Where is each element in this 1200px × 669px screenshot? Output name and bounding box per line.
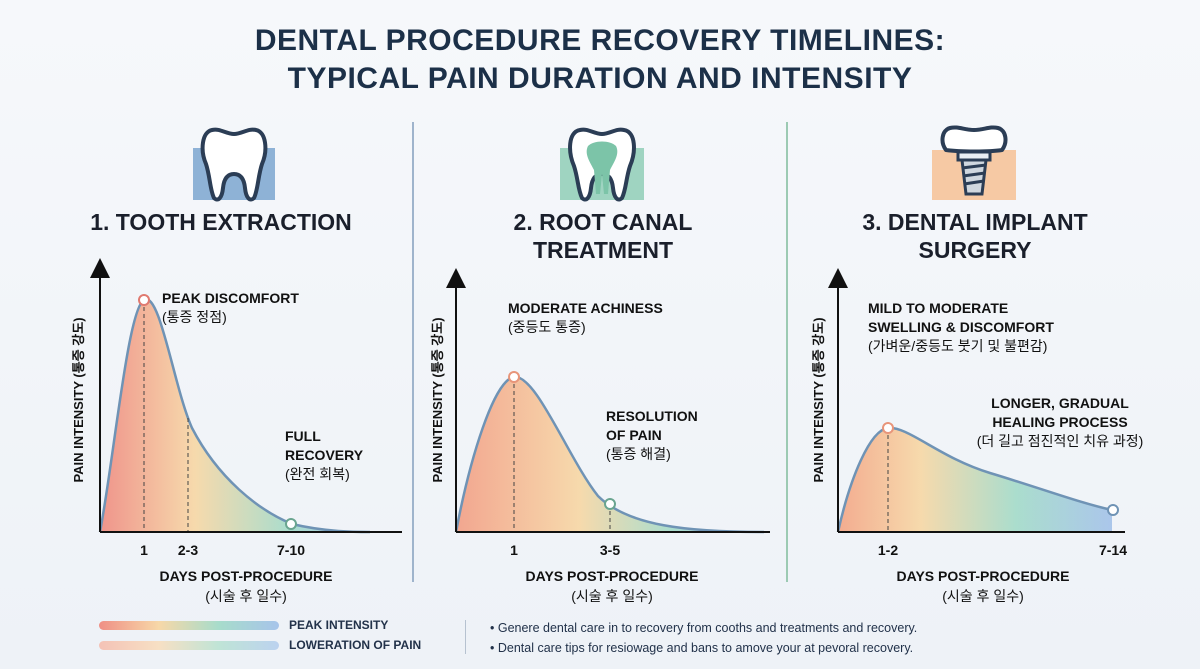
tick-label: 2-3 xyxy=(178,542,198,558)
tick-label: 7-10 xyxy=(277,542,305,558)
panel-heading-line-2: TREATMENT xyxy=(532,237,674,263)
x-axis-label: DAYS POST-PROCEDURE xyxy=(160,568,333,584)
title-line-1: DENTAL PROCEDURE RECOVERY TIMELINES: xyxy=(254,24,946,57)
pain-curve xyxy=(454,375,765,534)
annotation-resolution: RESOLUTION OF PAIN (통증 해결) xyxy=(606,408,698,462)
annotation-line: HEALING PROCESS xyxy=(992,414,1127,430)
legend-item-peak: PEAK INTENSITY xyxy=(95,616,435,634)
pain-area xyxy=(838,427,1112,532)
legend-swatch xyxy=(99,641,279,650)
note-item: • Dental care tips for resiowage and ban… xyxy=(490,641,914,655)
panel-divider xyxy=(786,122,788,582)
page-title: DENTAL PROCEDURE RECOVERY TIMELINES: TYP… xyxy=(0,22,1200,98)
footer-notes: • Genere dental care in to recovery from… xyxy=(490,618,1190,658)
peak-marker xyxy=(508,371,520,383)
annotation-line: (가벼운/중등도 붓기 및 불편감) xyxy=(868,338,1047,354)
annotation-line: (중등도 통증) xyxy=(508,319,586,335)
chart-root-canal: PAIN INTENSITY (통증 강도) 1 3-5 DAYS POST-P… xyxy=(430,268,770,604)
panel-heading-line-2: SURGERY xyxy=(918,237,1032,263)
pain-curve xyxy=(836,426,1113,533)
panel-dental-implant: 3. DENTAL IMPLANT SURGERY PAIN INTENSITY… xyxy=(790,118,1160,618)
annotation-line: PEAK DISCOMFORT xyxy=(162,290,299,306)
dental-implant-icon xyxy=(932,125,1016,200)
legend: PEAK INTENSITY LOWERATION OF PAIN xyxy=(95,616,435,660)
annotation-line: RESOLUTION xyxy=(606,408,698,424)
note-item: • Genere dental care in to recovery from… xyxy=(490,621,918,635)
annotation-line: RECOVERY xyxy=(285,447,364,463)
annotation-line: MILD TO MODERATE xyxy=(868,300,1008,316)
healing-marker xyxy=(1107,504,1119,516)
panel-heading-line-1: 2. ROOT CANAL xyxy=(513,209,693,235)
annotation-line: MODERATE ACHINESS xyxy=(508,300,663,316)
tick-label: 3-5 xyxy=(600,542,620,558)
tick-label: 7-14 xyxy=(1099,542,1127,558)
tooth-icon xyxy=(193,127,275,202)
root-canal-tooth-icon xyxy=(560,127,644,202)
annotation-line: LONGER, GRADUAL xyxy=(991,395,1129,411)
tick-label: 1 xyxy=(140,542,148,558)
annotation-line: (더 길고 점진적인 치유 과정) xyxy=(977,433,1144,449)
y-axis-label: PAIN INTENSITY (통증 강도) xyxy=(430,317,445,482)
chart-tooth-extraction: PAIN INTENSITY (통증 강도) 1 2-3 7-10 DAYS P… xyxy=(71,258,402,604)
panel-heading: 2. ROOT CANAL TREATMENT xyxy=(418,208,788,264)
tick-label: 1-2 xyxy=(878,542,898,558)
footer-divider xyxy=(465,620,466,654)
annotation-line: (통증 정점) xyxy=(162,309,227,325)
panel-heading-line-1: 3. DENTAL IMPLANT xyxy=(862,209,1088,235)
annotation-line: (통증 해결) xyxy=(606,446,671,462)
panel-heading: 3. DENTAL IMPLANT SURGERY xyxy=(790,208,1160,264)
panel-divider xyxy=(412,122,414,582)
recovery-marker xyxy=(285,518,297,530)
panel-root-canal: 2. ROOT CANAL TREATMENT PAIN INTENSITY (… xyxy=(418,118,788,618)
title-line-2: TYPICAL PAIN DURATION AND INTENSITY xyxy=(287,62,913,95)
x-axis-label-ko: (시술 후 일수) xyxy=(942,588,1024,604)
x-axis-label-ko: (시술 후 일수) xyxy=(571,588,653,604)
annotation-line: (완전 회복) xyxy=(285,466,350,482)
annotation-peak: PEAK DISCOMFORT (통증 정점) xyxy=(162,290,299,325)
annotation-line: FULL xyxy=(285,428,321,444)
chart-dental-implant: PAIN INTENSITY (통증 강도) 1-2 7-14 DAYS POS… xyxy=(811,268,1144,604)
annotation-moderate: MODERATE ACHINESS (중등도 통증) xyxy=(508,300,663,335)
pain-area xyxy=(456,376,764,532)
y-axis-label: PAIN INTENSITY (통증 강도) xyxy=(71,317,86,482)
resolution-marker xyxy=(604,498,616,510)
x-axis-label: DAYS POST-PROCEDURE xyxy=(897,568,1070,584)
legend-swatch xyxy=(99,621,279,630)
legend-label: PEAK INTENSITY xyxy=(289,618,389,632)
annotation-line: SWELLING & DISCOMFORT xyxy=(868,319,1054,335)
annotation-healing: LONGER, GRADUAL HEALING PROCESS (더 길고 점진… xyxy=(977,395,1144,449)
peak-marker xyxy=(138,294,150,306)
panel-heading: 1. TOOTH EXTRACTION xyxy=(36,208,406,236)
x-axis-label-ko: (시술 후 일수) xyxy=(205,588,287,604)
annotation-line: OF PAIN xyxy=(606,427,662,443)
panel-tooth-extraction: 1. TOOTH EXTRACTION PAIN INTENSITY (통증 강… xyxy=(36,118,406,618)
legend-item-lowering: LOWERATION OF PAIN xyxy=(95,636,435,654)
legend-label: LOWERATION OF PAIN xyxy=(289,638,422,652)
y-axis-label: PAIN INTENSITY (통증 강도) xyxy=(811,317,826,482)
peak-marker xyxy=(882,422,894,434)
panel-heading-line-1: 1. TOOTH EXTRACTION xyxy=(90,209,352,235)
tick-label: 1 xyxy=(510,542,518,558)
pain-area xyxy=(100,299,370,532)
annotation-mild: MILD TO MODERATE SWELLING & DISCOMFORT (… xyxy=(868,300,1054,354)
annotation-recovery: FULL RECOVERY (완전 회복) xyxy=(285,428,364,482)
x-axis-label: DAYS POST-PROCEDURE xyxy=(526,568,699,584)
